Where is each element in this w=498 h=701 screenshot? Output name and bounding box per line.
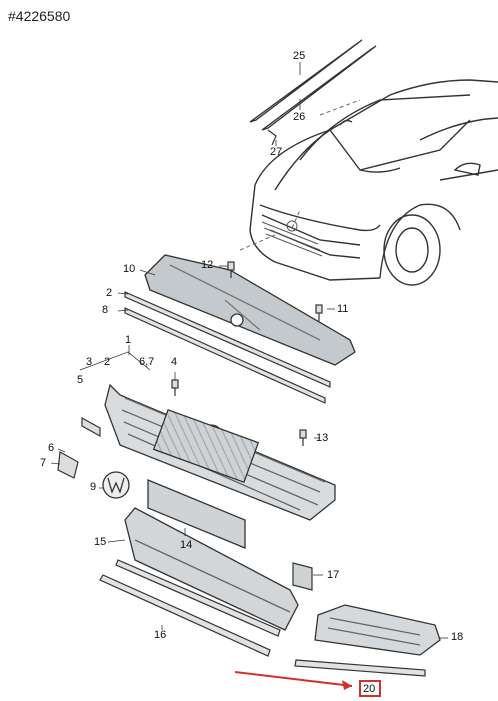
lower-grille-15 xyxy=(124,507,299,631)
callout-20: 20 xyxy=(363,683,376,695)
roof-trim-strips xyxy=(249,39,377,131)
callout-2-upper: 2 xyxy=(106,287,113,299)
callout-6-7: 6,7 xyxy=(139,356,155,368)
callout-12: 12 xyxy=(201,259,214,271)
highlight-arrow xyxy=(234,671,353,690)
callout-11: 11 xyxy=(337,303,349,315)
callout-1: 1 xyxy=(125,334,132,346)
grille-frame-1 xyxy=(104,383,336,521)
callout-9: 9 xyxy=(90,481,97,493)
fasteners xyxy=(57,129,323,479)
callout-4: 4 xyxy=(171,356,178,368)
car-outline xyxy=(249,79,498,286)
explode-guides xyxy=(239,99,361,251)
trim-strips-2-8 xyxy=(124,291,331,404)
callout-5: 5 xyxy=(77,374,84,386)
callout-8: 8 xyxy=(102,304,109,316)
side-grille-18 xyxy=(314,604,441,656)
reference-number: #4226580 xyxy=(8,8,71,24)
callout-10: 10 xyxy=(123,263,136,275)
license-bracket-14 xyxy=(147,479,246,549)
car-grille-highlight xyxy=(261,220,323,257)
callout-26: 26 xyxy=(293,111,306,123)
callout-27: 27 xyxy=(270,146,283,158)
callout-7: 7 xyxy=(40,457,47,469)
bracket-17 xyxy=(292,562,313,591)
part-20-highlight-box xyxy=(359,680,381,697)
callout-3: 3 xyxy=(86,356,93,368)
callout-15: 15 xyxy=(94,536,107,548)
callout-18: 18 xyxy=(451,631,464,643)
callout-2-lower: 2 xyxy=(104,356,111,368)
callout-14: 14 xyxy=(180,539,193,551)
callout-6: 6 xyxy=(48,442,55,454)
callout-16: 16 xyxy=(154,629,167,641)
grille-carrier-10 xyxy=(144,254,356,366)
leader-lines xyxy=(50,62,448,639)
callout-25: 25 xyxy=(293,50,306,62)
callout-17: 17 xyxy=(327,569,340,581)
lower-strip-16 xyxy=(99,559,281,657)
trim-strip-20 xyxy=(294,659,426,677)
callout-13: 13 xyxy=(316,432,329,444)
badge-9 xyxy=(102,471,130,499)
